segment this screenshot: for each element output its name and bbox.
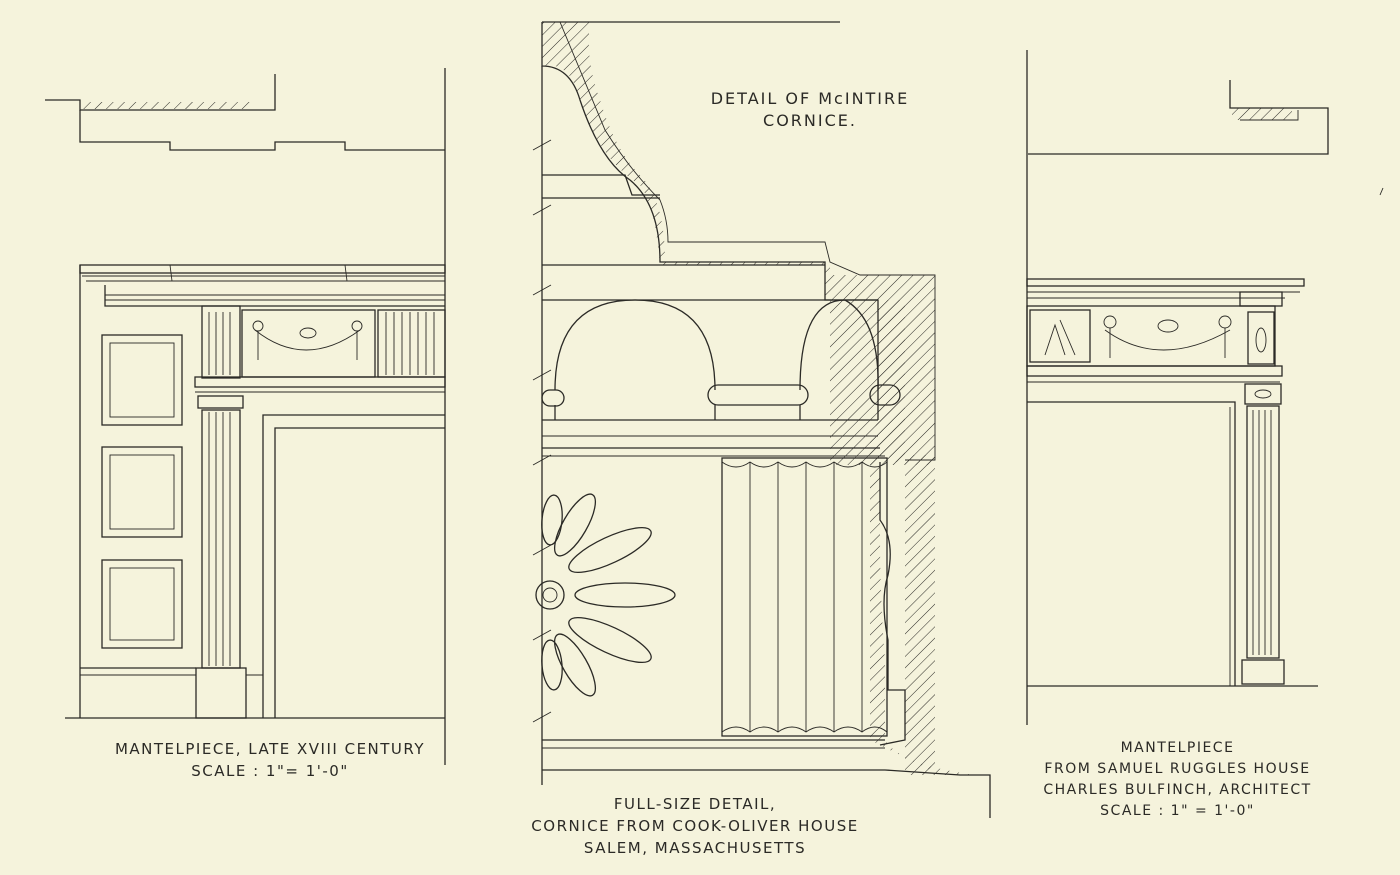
right-caption-line2: FROM SAMUEL RUGGLES HOUSE [1044,761,1311,777]
left-mantelpiece-drawing [45,68,446,765]
left-caption-scale: SCALE : 1"= 1'-0" [191,762,349,780]
center-arched-modillions [541,299,901,420]
left-pilaster [195,395,247,719]
right-caption: MANTELPIECE FROM SAMUEL RUGGLES HOUSE CH… [1020,738,1335,822]
left-cornice-profile [45,74,445,151]
right-cornice-profile [1028,80,1329,155]
center-caption: FULL-SIZE DETAIL, CORNICE FROM COOK-OLIV… [485,793,905,859]
center-cornice-detail [532,21,991,818]
center-caption-line1: FULL-SIZE DETAIL, [613,795,777,813]
left-fluted-frieze [377,309,446,378]
left-caption-title: MANTELPIECE, LATE XVIII CENTURY [114,740,426,758]
left-caption: MANTELPIECE, LATE XVIII CENTURY SCALE : … [60,738,480,782]
center-fluted-frieze [721,457,888,737]
center-title: DETAIL OF McINTIRE CORNICE. [660,88,960,132]
left-mantel-shelf [79,264,446,307]
center-caption-line2: CORNICE FROM COOK-OLIVER HOUSE [531,817,859,835]
center-rosette [535,493,676,697]
left-fire-opening [262,414,445,718]
left-side-panels [101,334,183,649]
center-caption-line3: SALEM, MASSACHUSETTS [583,839,807,857]
right-pilaster [1241,383,1285,685]
right-frieze [1026,305,1276,367]
center-title-line1: DETAIL OF McINTIRE [710,89,910,108]
right-caption-line3: CHARLES BULFINCH, ARCHITECT [1043,782,1312,798]
right-mantelpiece-drawing [1026,50,1329,725]
center-title-line2: CORNICE. [763,111,857,130]
right-caption-scale: SCALE : 1" = 1'-0" [1100,803,1255,819]
right-caption-line1: MANTELPIECE [1120,740,1235,756]
left-frieze-swag [241,309,376,378]
